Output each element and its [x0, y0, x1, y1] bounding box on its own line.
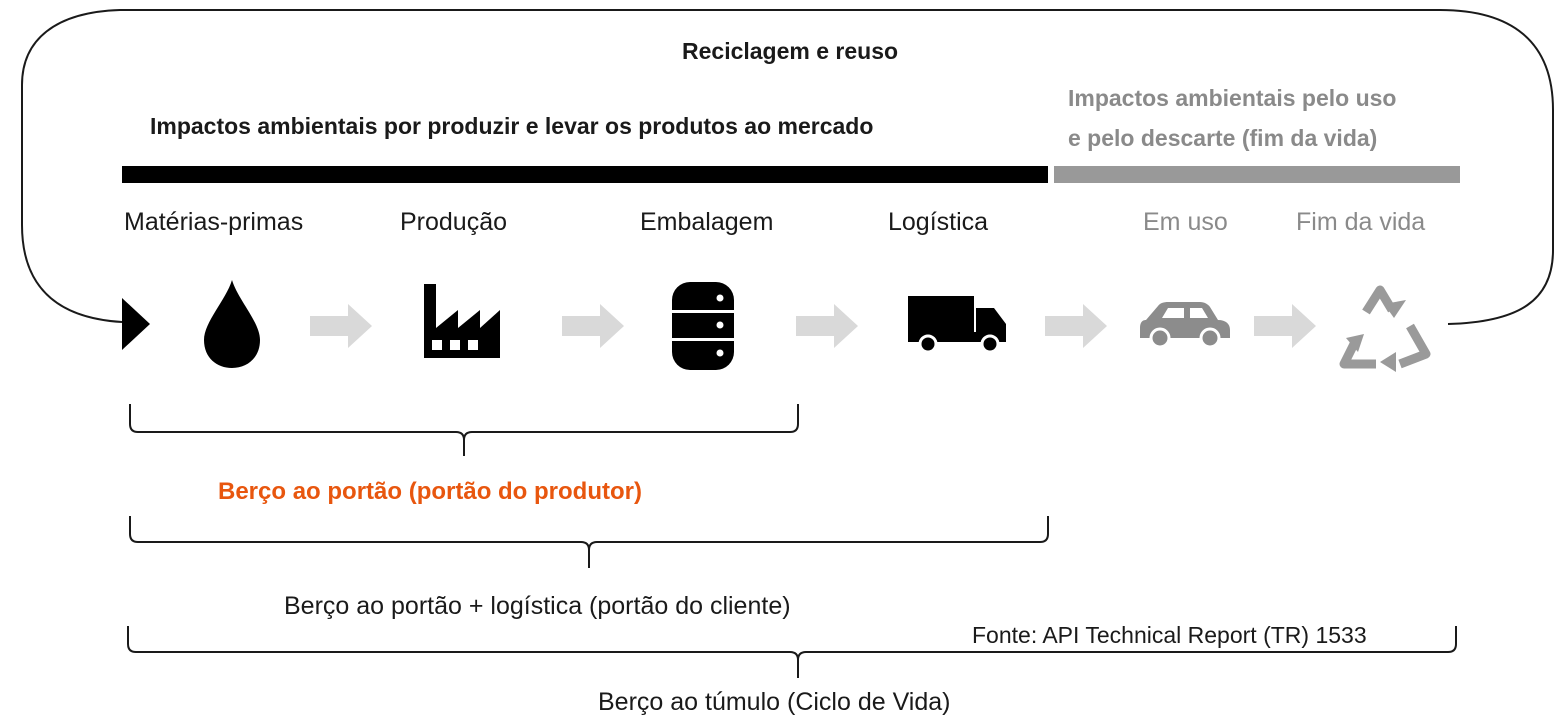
scope-label-grave: Berço ao túmulo (Ciclo de Vida)	[598, 688, 951, 716]
scope-label-gate: Berço ao portão (portão do produtor)	[218, 478, 642, 505]
scope-label-gate-logistics: Berço ao portão + logística (portão do c…	[284, 592, 791, 620]
stage-label-in-use: Em uso	[1143, 208, 1228, 236]
use-phase-bar	[1054, 166, 1460, 183]
heading-use-line1: Impactos ambientais pelo uso	[1068, 85, 1397, 111]
heading-use-line2: e pelo descarte (fim da vida)	[1068, 125, 1378, 151]
recycling-loop-line	[21, 9, 1554, 325]
heading-use-impacts: Impactos ambientais pelo uso e pelo desc…	[1068, 78, 1396, 158]
car-icon	[1140, 302, 1230, 349]
loop-arrowhead	[122, 298, 150, 350]
loop-label: Reciclagem e reuso	[682, 38, 899, 64]
stage-label-end-of-life: Fim da vida	[1296, 208, 1426, 236]
source-note: Fonte: API Technical Report (TR) 1533	[972, 622, 1367, 648]
flow-arrow-3-icon	[796, 304, 858, 348]
flow-arrow-1-icon	[310, 304, 372, 348]
brace-gate-logistics	[129, 516, 1049, 568]
stage-label-production: Produção	[400, 208, 508, 236]
brace-gate	[129, 404, 799, 456]
heading-production-impacts: Impactos ambientais por produzir e levar…	[150, 113, 874, 139]
stage-label-packaging: Embalagem	[640, 208, 774, 236]
factory-icon	[424, 284, 500, 358]
production-phase-bar	[122, 166, 1048, 183]
brace-grave	[127, 626, 1457, 678]
flow-arrow-2-icon	[562, 304, 624, 348]
drop-icon	[204, 280, 260, 368]
stage-label-logistics: Logística	[888, 208, 989, 236]
truck-icon	[908, 296, 1006, 354]
flow-arrow-5-icon	[1254, 304, 1316, 348]
recycle-icon	[1339, 285, 1431, 372]
barrel-icon	[672, 282, 734, 370]
stage-label-raw-materials: Matérias-primas	[124, 208, 304, 236]
flow-arrow-4-icon	[1045, 304, 1107, 348]
